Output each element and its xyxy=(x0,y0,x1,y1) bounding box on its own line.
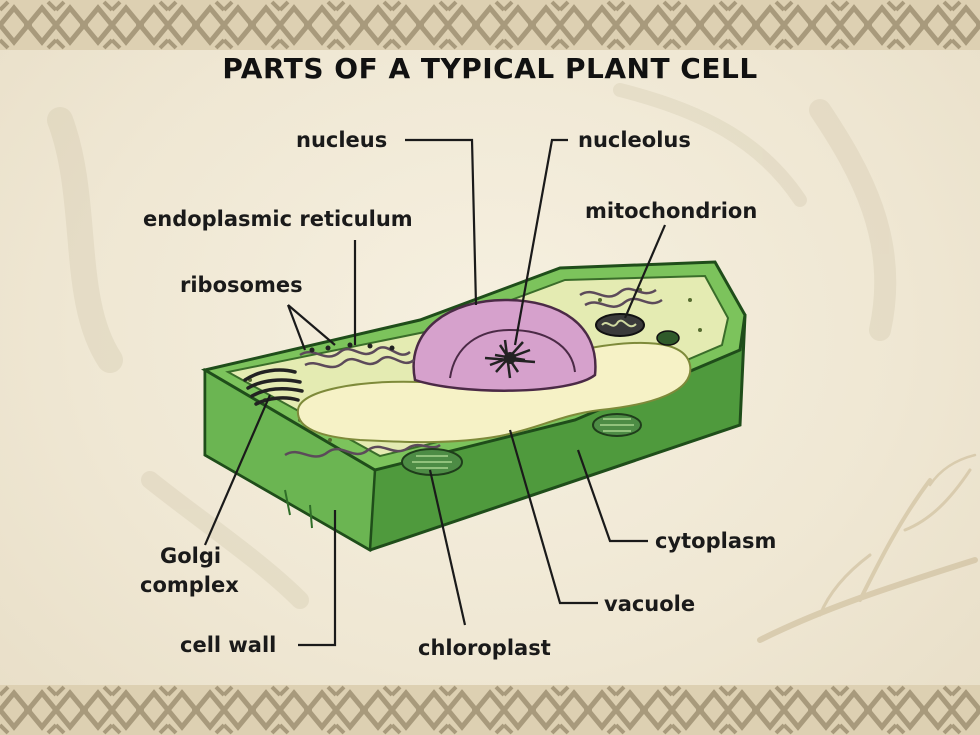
mitochondrion-small xyxy=(656,330,680,346)
label-cytoplasm: cytoplasm xyxy=(655,529,777,553)
label-golgi-line2: complex xyxy=(140,573,239,597)
label-cell-wall: cell wall xyxy=(180,633,277,657)
label-golgi-line1: Golgi xyxy=(160,544,222,568)
golgi-leader xyxy=(203,394,272,546)
leader-lines xyxy=(203,138,667,647)
mitochondrion-leader xyxy=(623,224,667,319)
background-branch xyxy=(757,453,978,643)
background-brush-strokes xyxy=(47,83,897,609)
label-nucleus: nucleus xyxy=(296,128,388,152)
cell-body xyxy=(201,260,747,553)
chloroplast xyxy=(401,448,463,476)
mitochondrion xyxy=(595,313,645,337)
diagram-title: PARTS OF A TYPICAL PLANT CELL xyxy=(222,52,758,85)
label-ribosomes: ribosomes xyxy=(180,273,303,297)
chloroplast-2 xyxy=(592,413,642,437)
ribosomes-leader-b xyxy=(287,304,336,346)
chloroplast-leader xyxy=(428,469,467,626)
label-nucleolus: nucleolus xyxy=(578,128,691,152)
nucleus-leader xyxy=(405,138,478,306)
label-chloroplast: chloroplast xyxy=(418,636,551,660)
endoplasmic-reticulum xyxy=(284,287,663,458)
cell-wall-leader xyxy=(298,510,337,647)
vacuole-leader xyxy=(508,429,598,605)
cytoplasm-leader xyxy=(576,449,648,543)
label-endoplasmic-reticulum: endoplasmic reticulum xyxy=(143,207,413,231)
nucleolus-leader xyxy=(513,138,568,346)
ribosomes xyxy=(309,342,395,353)
decorative-border-bottom xyxy=(0,685,980,735)
label-mitochondrion: mitochondrion xyxy=(585,199,758,223)
label-vacuole: vacuole xyxy=(604,592,696,616)
decorative-border-top xyxy=(0,0,980,50)
ribosomes-leader-a xyxy=(286,304,307,351)
golgi-complex xyxy=(243,368,304,406)
